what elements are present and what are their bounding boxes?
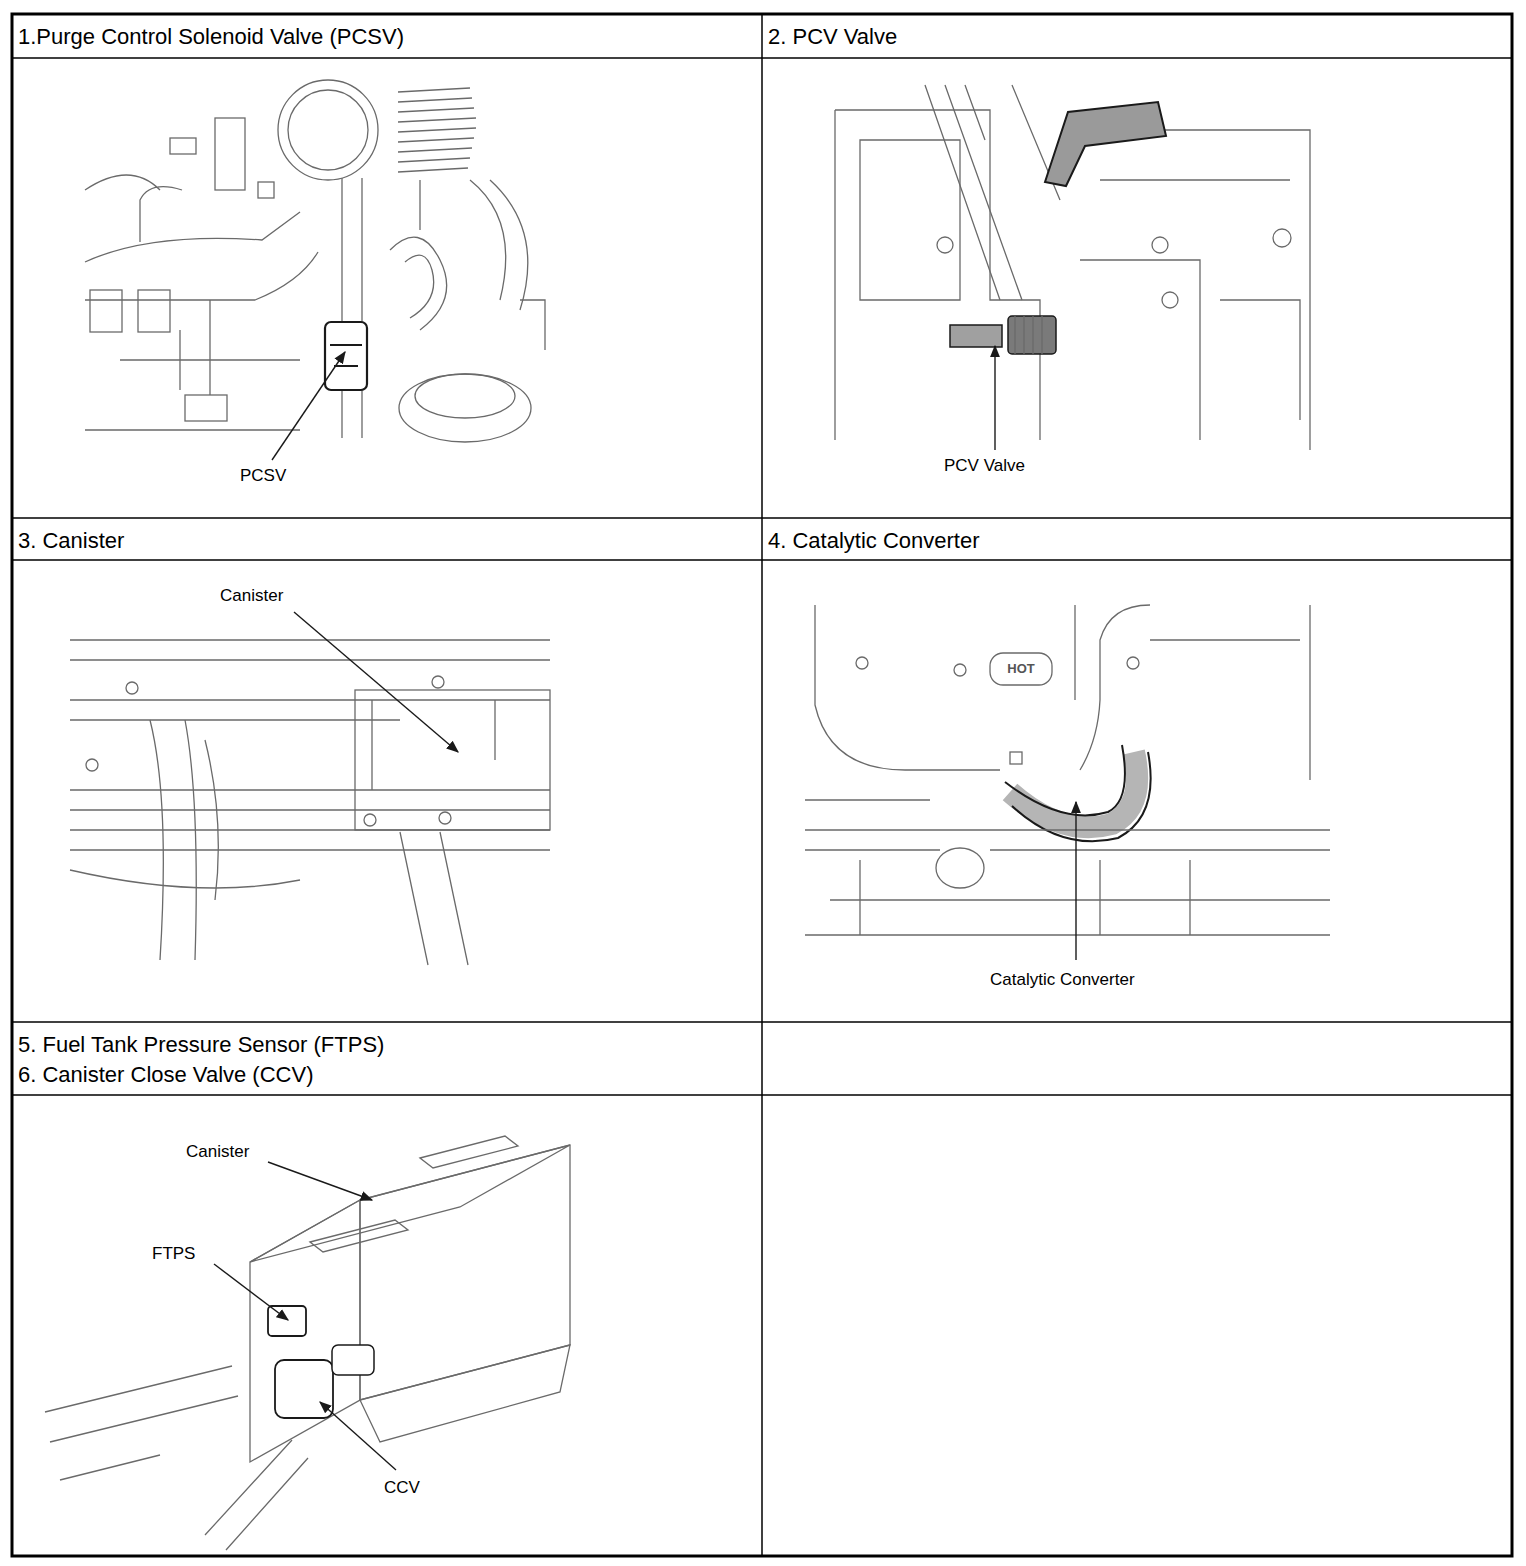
table-heading: 4. Catalytic Converter: [768, 528, 980, 553]
canister-label: [420, 1136, 518, 1168]
bolt: [432, 676, 444, 688]
bolt: [1162, 292, 1178, 308]
hoses: [45, 1366, 308, 1550]
hoses: [150, 720, 468, 965]
throttle-body: [278, 80, 378, 180]
ccv-valve: [332, 1345, 374, 1375]
breather-hose: [1045, 102, 1166, 186]
table-heading: 1.Purge Control Solenoid Valve (PCSV): [18, 24, 404, 49]
bolt: [1127, 657, 1139, 669]
filler-cap: [399, 374, 531, 442]
catalytic-converter-illustration: [805, 605, 1330, 960]
canister-bracket: [360, 1345, 570, 1442]
filler-cap: [415, 374, 515, 418]
cylinder-head: [1070, 130, 1310, 450]
purge-hose: [342, 178, 362, 438]
hoses: [390, 180, 528, 330]
table-rule: [761, 14, 763, 1556]
part-label: PCV Valve: [944, 456, 1025, 476]
table-heading: 6. Canister Close Valve (CCV): [18, 1062, 313, 1087]
throttle-body: [288, 90, 368, 170]
table-heading: 2. PCV Valve: [768, 24, 897, 49]
bolt: [1152, 237, 1168, 253]
table-rule: [12, 1094, 1512, 1096]
sensor: [185, 395, 227, 421]
intake-bellows: [398, 88, 476, 172]
bolt: [439, 812, 451, 824]
canister: [372, 700, 495, 790]
table-rule: [12, 1021, 1512, 1023]
catalytic-converter: [1010, 752, 1137, 827]
canister: [360, 1145, 570, 1400]
ftps-sensor: [268, 1306, 306, 1336]
pcv-valve: [950, 325, 1002, 347]
pcsv-valve: [330, 345, 362, 366]
pcv-valve: [1015, 316, 1042, 354]
ftps-ccv-illustration: [45, 1136, 570, 1550]
table-rule: [12, 559, 1512, 561]
table-rule: [12, 517, 1512, 519]
table-heading: 3. Canister: [18, 528, 124, 553]
sensor: [170, 138, 196, 154]
subframe: [805, 800, 1330, 935]
sensor: [258, 182, 274, 198]
pcv-valve: [1008, 316, 1056, 354]
canister-illustration: [70, 612, 550, 965]
canister: [250, 1145, 570, 1262]
sensor: [215, 118, 245, 190]
table-rule: [12, 57, 1512, 59]
leader-line: [1075, 802, 1076, 960]
chassis-frame: [70, 640, 550, 888]
leader-line: [320, 1402, 396, 1470]
part-label: CCV: [384, 1478, 420, 1498]
connector: [138, 290, 170, 332]
wires: [925, 85, 1060, 300]
bolt: [856, 657, 868, 669]
intake-manifold: [85, 175, 318, 430]
bracket: [520, 300, 545, 350]
heat-shield: [815, 605, 1310, 780]
part-label: Canister: [186, 1142, 249, 1162]
catalytic-converter: [1005, 745, 1151, 841]
part-label: Canister: [220, 586, 283, 606]
leader-line: [294, 612, 458, 752]
bolt: [364, 814, 376, 826]
bolt: [954, 664, 966, 676]
table-grid: [12, 14, 1512, 1556]
bolt: [126, 682, 138, 694]
part-label: FTPS: [152, 1244, 195, 1264]
hot-badge: [990, 653, 1052, 685]
engine-block: [835, 110, 1040, 440]
bolt: [1010, 752, 1022, 764]
part-label: Catalytic Converter: [990, 970, 1135, 990]
part-label: PCSV: [240, 466, 286, 486]
ccv-valve: [275, 1360, 333, 1418]
leader-line: [268, 1162, 372, 1200]
bolt: [86, 759, 98, 771]
canister-label: [310, 1220, 408, 1252]
bolt: [937, 237, 953, 253]
table-heading: 5. Fuel Tank Pressure Sensor (FTPS): [18, 1032, 384, 1057]
cap: [936, 848, 984, 888]
leader-line: [214, 1264, 288, 1320]
table-border: [12, 14, 1512, 1556]
leader-line: [272, 352, 345, 460]
pcsv-illustration: [85, 80, 545, 460]
badge-text: HOT: [1007, 662, 1034, 677]
pcsv-valve: [325, 322, 367, 390]
pcv-illustration: [835, 85, 1310, 450]
connector: [90, 290, 122, 332]
canister: [355, 690, 550, 830]
leader-line: [994, 346, 995, 450]
bolt: [1273, 229, 1291, 247]
